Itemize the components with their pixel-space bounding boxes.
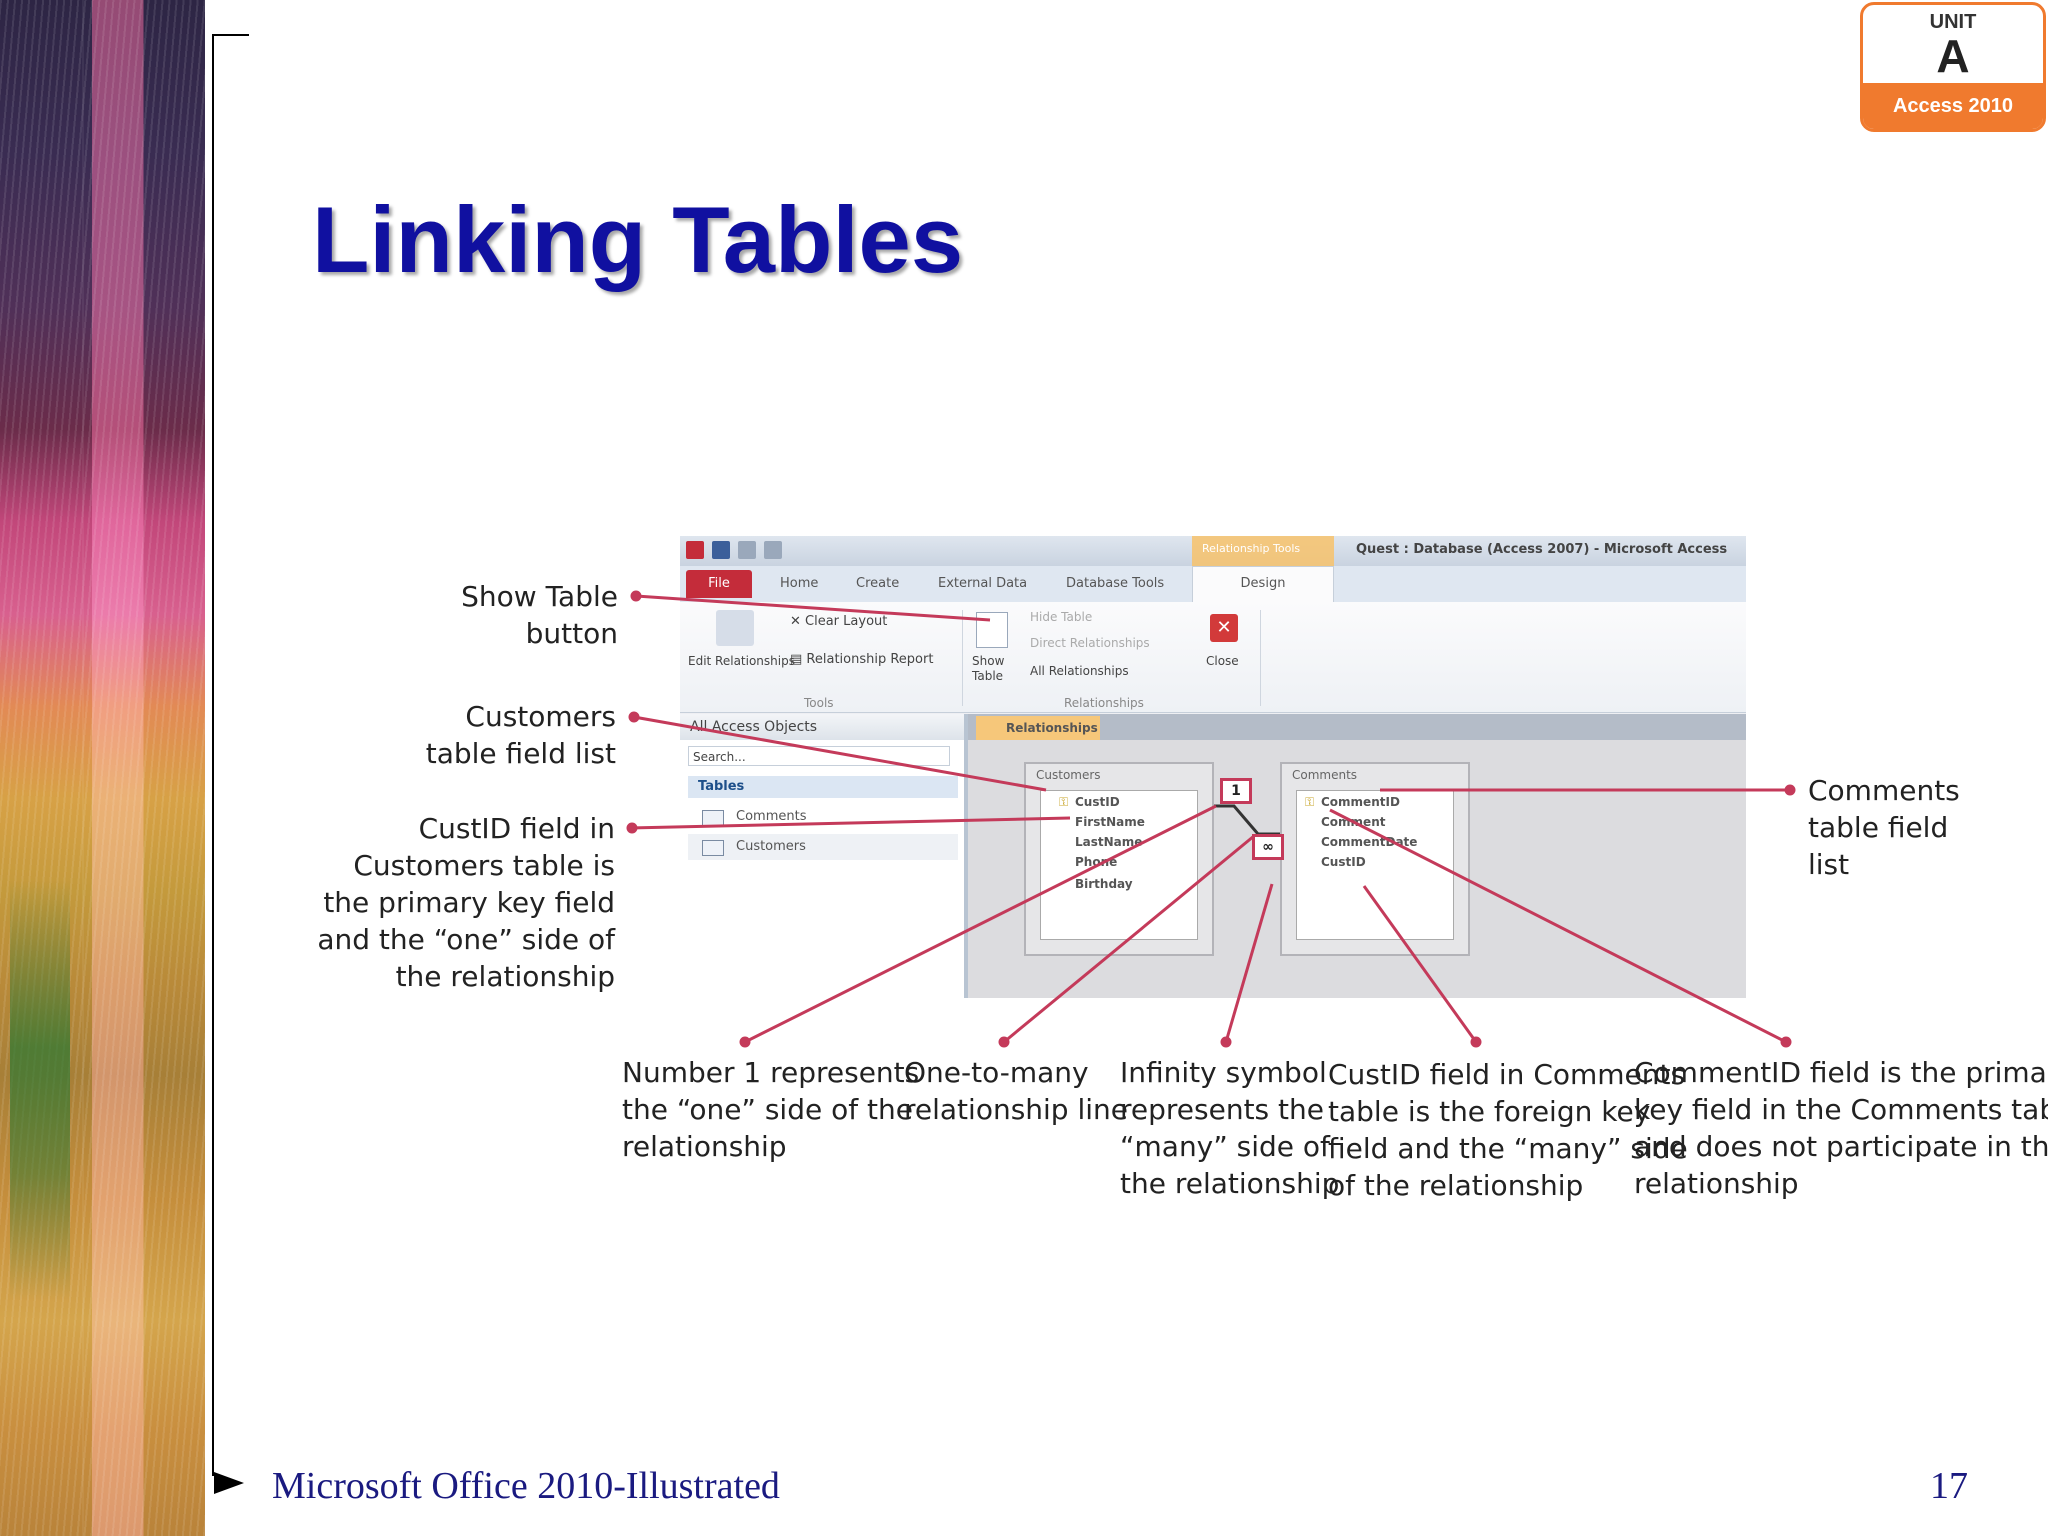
leader-dot: [998, 1036, 1010, 1048]
access-relationships-screenshot: Relationship Tools Quest : Database (Acc…: [680, 536, 1746, 998]
footer-arrow-icon: [214, 1472, 244, 1494]
leader-dot: [628, 711, 640, 723]
product-label: Access 2010: [1863, 83, 2043, 129]
leader-customers-list: [633, 715, 1047, 792]
field-firstname[interactable]: FirstName: [1075, 815, 1145, 829]
unit-badge: UNIT A Access 2010: [1860, 2, 2046, 132]
tab-external-data[interactable]: External Data: [938, 576, 1028, 591]
comments-table-name: Comments: [1292, 768, 1358, 782]
primary-key-icon: ⚿: [1059, 795, 1069, 809]
field-commentdate[interactable]: CommentDate: [1321, 835, 1418, 849]
leader-custid-pk: [631, 816, 1071, 830]
tab-database-tools[interactable]: Database Tools: [1066, 576, 1165, 591]
field-custid-fk[interactable]: CustID: [1321, 855, 1366, 869]
tab-home[interactable]: Home: [780, 576, 819, 591]
redo-icon[interactable]: [764, 541, 782, 559]
field-phone[interactable]: Phone: [1075, 855, 1118, 869]
leader-dot: [630, 590, 642, 602]
customers-fields-box: ⚿ CustID FirstName LastName Phone Birthd…: [1040, 790, 1198, 940]
edit-relationships-button[interactable]: Edit Relationships: [688, 654, 795, 668]
navigation-pane: All Access Objects Search... Tables Comm…: [680, 714, 968, 998]
comments-fields-box: ⚿ CommentID Comment CommentDate CustID: [1296, 790, 1454, 940]
leader-infinity: [1224, 883, 1274, 1043]
save-icon[interactable]: [712, 541, 730, 559]
nav-item-label: Customers: [736, 839, 806, 854]
context-tab-label: Relationship Tools: [1202, 542, 1301, 555]
show-table-button[interactable]: Show Table: [972, 654, 1005, 683]
slide-title: Linking Tables: [312, 187, 964, 292]
clear-layout-button[interactable]: ✕ Clear Layout: [790, 614, 888, 629]
leader-show-table: [635, 594, 991, 622]
one-side-marker: 1: [1220, 778, 1252, 804]
unit-label: UNIT: [1929, 11, 1977, 33]
window-title: Quest : Database (Access 2007) - Microso…: [1356, 542, 1728, 557]
close-button[interactable]: Close: [1206, 654, 1239, 668]
ribbon-separator: [1260, 610, 1261, 706]
nav-item-customers[interactable]: Customers: [688, 834, 958, 860]
relationship-report-label: Relationship Report: [806, 652, 934, 667]
relationships-group-label: Relationships: [1064, 696, 1144, 710]
clear-layout-label: Clear Layout: [805, 614, 888, 629]
decorative-painted-strip: [0, 0, 205, 1536]
field-lastname[interactable]: LastName: [1075, 835, 1143, 849]
unit-letter: A: [1936, 30, 1970, 82]
hide-table-button[interactable]: Hide Table: [1030, 610, 1093, 624]
document-tab-relationships[interactable]: Relationships: [976, 716, 1100, 740]
relationships-canvas: Relationships Customers ⚿ CustID FirstNa…: [968, 714, 1746, 998]
many-side-marker: ∞: [1252, 834, 1284, 860]
undo-icon[interactable]: [738, 541, 756, 559]
edit-relationships-icon: [716, 610, 754, 646]
leader-commentid-pk: [1329, 808, 1787, 1044]
tab-design[interactable]: Design: [1192, 566, 1334, 602]
field-commentid[interactable]: CommentID: [1321, 795, 1400, 809]
leader-number-one: [744, 804, 1217, 1044]
nav-pane-header[interactable]: All Access Objects: [680, 714, 964, 740]
direct-relationships-button[interactable]: Direct Relationships: [1030, 636, 1150, 650]
access-app-icon[interactable]: [686, 541, 704, 559]
page-number: 17: [1930, 1465, 1968, 1507]
leader-dot: [1470, 1036, 1482, 1048]
footer-text: Microsoft Office 2010-Illustrated: [272, 1465, 780, 1507]
field-custid[interactable]: CustID: [1075, 795, 1120, 809]
leader-dot: [1780, 1036, 1792, 1048]
close-icon: ✕: [1210, 614, 1238, 642]
customers-field-list[interactable]: Customers ⚿ CustID FirstName LastName Ph…: [1024, 762, 1214, 956]
all-relationships-button[interactable]: All Relationships: [1030, 664, 1129, 678]
leader-custid-fk: [1362, 885, 1478, 1043]
leader-one-to-many: [1003, 834, 1255, 1044]
leader-dot: [626, 822, 638, 834]
nav-group-tables[interactable]: Tables: [688, 776, 958, 798]
relationship-report-button[interactable]: ▤ Relationship Report: [790, 652, 934, 667]
customers-table-name: Customers: [1036, 768, 1101, 782]
nav-search-input[interactable]: Search...: [688, 746, 950, 766]
tab-file[interactable]: File: [686, 570, 752, 598]
ribbon-separator: [962, 610, 963, 706]
field-birthday[interactable]: Birthday: [1075, 877, 1133, 891]
ribbon: Edit Relationships ✕ Clear Layout ▤ Rela…: [680, 602, 1746, 713]
comments-field-list[interactable]: Comments ⚿ CommentID Comment CommentDate…: [1280, 762, 1470, 956]
tab-create[interactable]: Create: [856, 576, 900, 591]
corner-bracket: [212, 34, 249, 1476]
leader-dot: [1220, 1036, 1232, 1048]
primary-key-icon: ⚿: [1305, 795, 1315, 809]
leader-dot: [739, 1036, 751, 1048]
table-icon: [702, 840, 724, 856]
document-tab-bar: Relationships: [968, 714, 1746, 740]
leader-dot: [1784, 784, 1796, 796]
nav-item-label: Comments: [736, 809, 807, 824]
tools-group-label: Tools: [804, 696, 834, 710]
